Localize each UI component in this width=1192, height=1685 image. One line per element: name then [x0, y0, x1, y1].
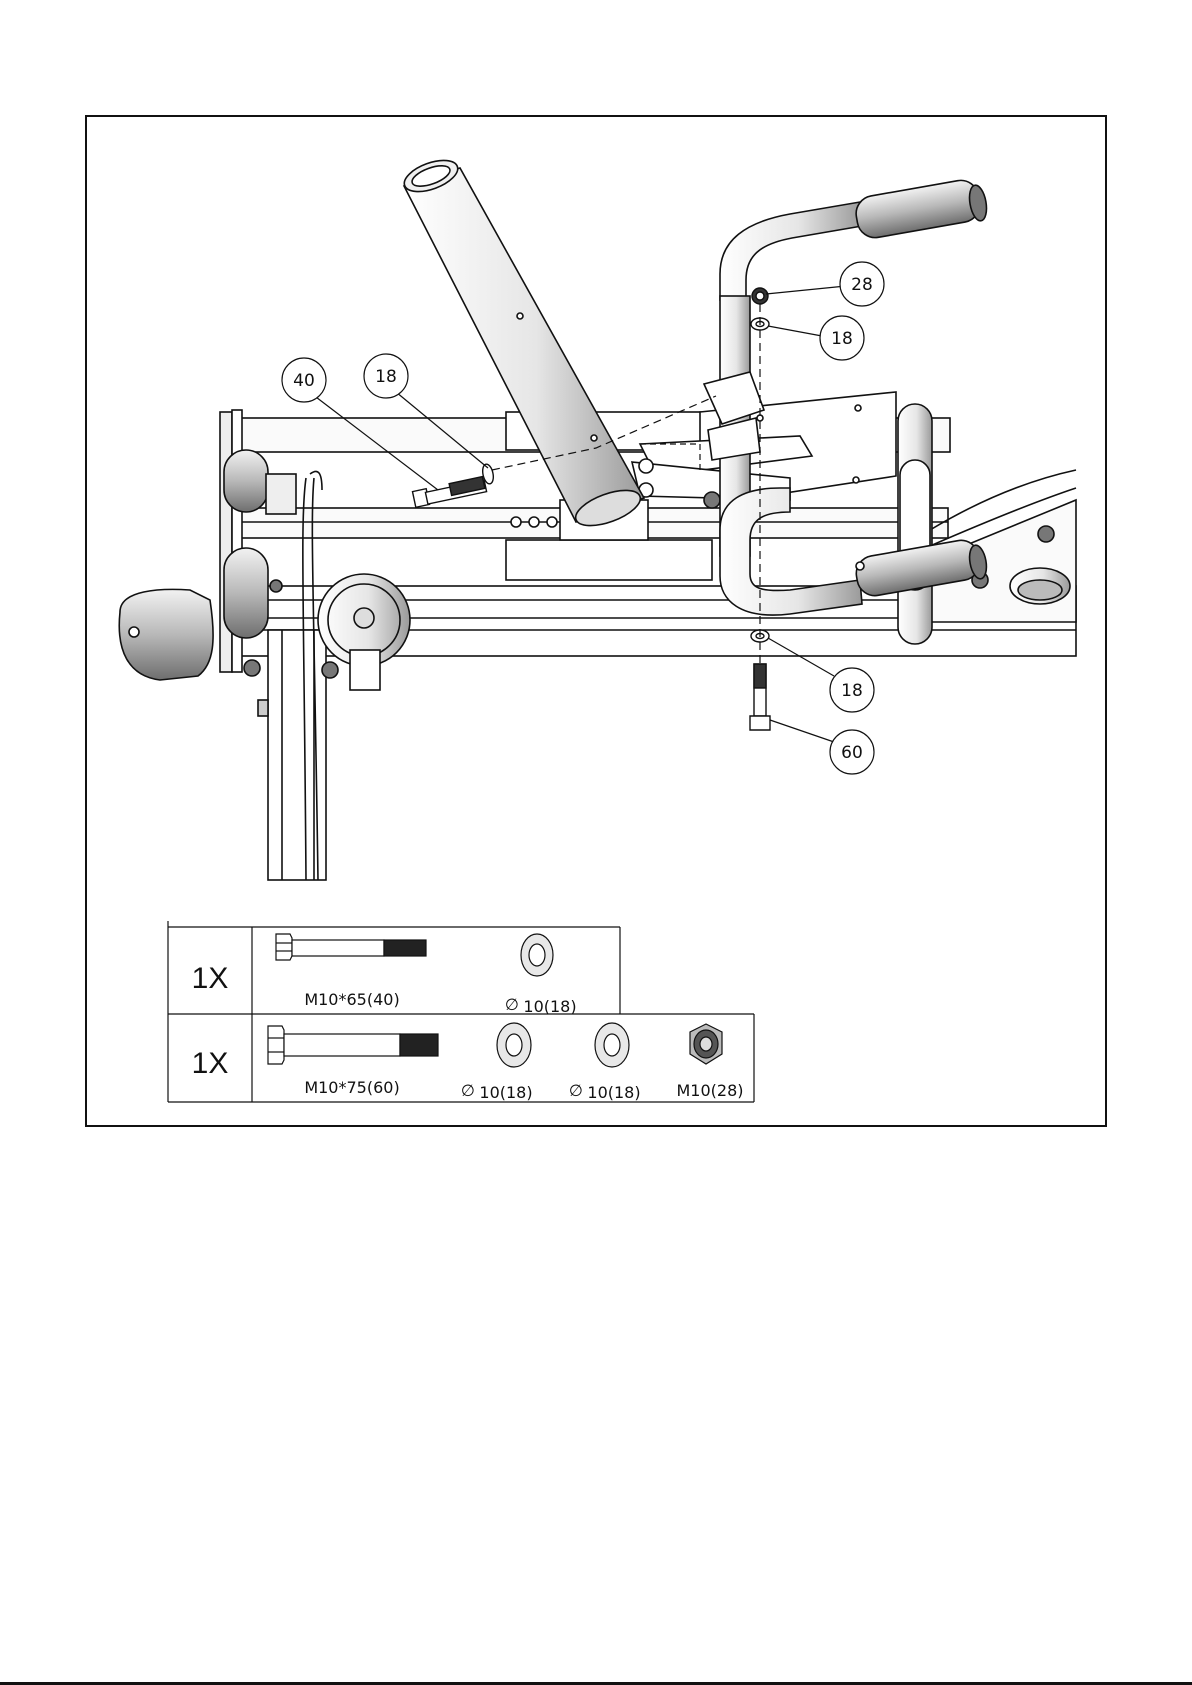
angled-leg-tube: [400, 154, 644, 533]
callout-label: 18: [375, 367, 397, 387]
quantity-label: 1X: [192, 962, 229, 995]
washer-icon: [497, 1023, 531, 1067]
callout-label: 40: [293, 371, 315, 391]
bolt-icon: [268, 1026, 438, 1064]
part-label: 10(18): [523, 997, 576, 1016]
part-label: 10(18): [587, 1083, 640, 1102]
lock-nut-icon: [690, 1024, 722, 1064]
hardware-table: [168, 921, 754, 1102]
washer-icon: [595, 1023, 629, 1067]
washer-icon: [521, 934, 553, 976]
part-label: 10(18): [479, 1083, 532, 1102]
callout-label: 28: [851, 275, 873, 295]
part-label: M10*65(40): [304, 990, 399, 1009]
callout-label: 18: [841, 681, 863, 701]
bolt-60-icon: [750, 664, 770, 730]
callout-60: 60: [770, 720, 874, 774]
diameter-symbol: ∅: [569, 1081, 583, 1100]
callout-28: 28: [766, 262, 884, 306]
callout-label: 60: [841, 743, 863, 763]
callout-label: 18: [831, 329, 853, 349]
callout-18-top: 18: [768, 316, 864, 360]
part-label: M10*75(60): [304, 1078, 399, 1097]
bolt-icon: [276, 934, 426, 960]
hardware-row-1: 1X M10*65(40) ∅ 10(18): [192, 934, 577, 1016]
hardware-row-2: 1X M10*75(60) ∅ 10(18) ∅ 10(18) M10(28): [192, 1023, 744, 1102]
bolt-40-icon: [412, 477, 486, 508]
diameter-symbol: ∅: [461, 1081, 475, 1100]
diameter-symbol: ∅: [505, 995, 519, 1014]
quantity-label: 1X: [192, 1047, 229, 1080]
part-label: M10(28): [676, 1081, 743, 1100]
